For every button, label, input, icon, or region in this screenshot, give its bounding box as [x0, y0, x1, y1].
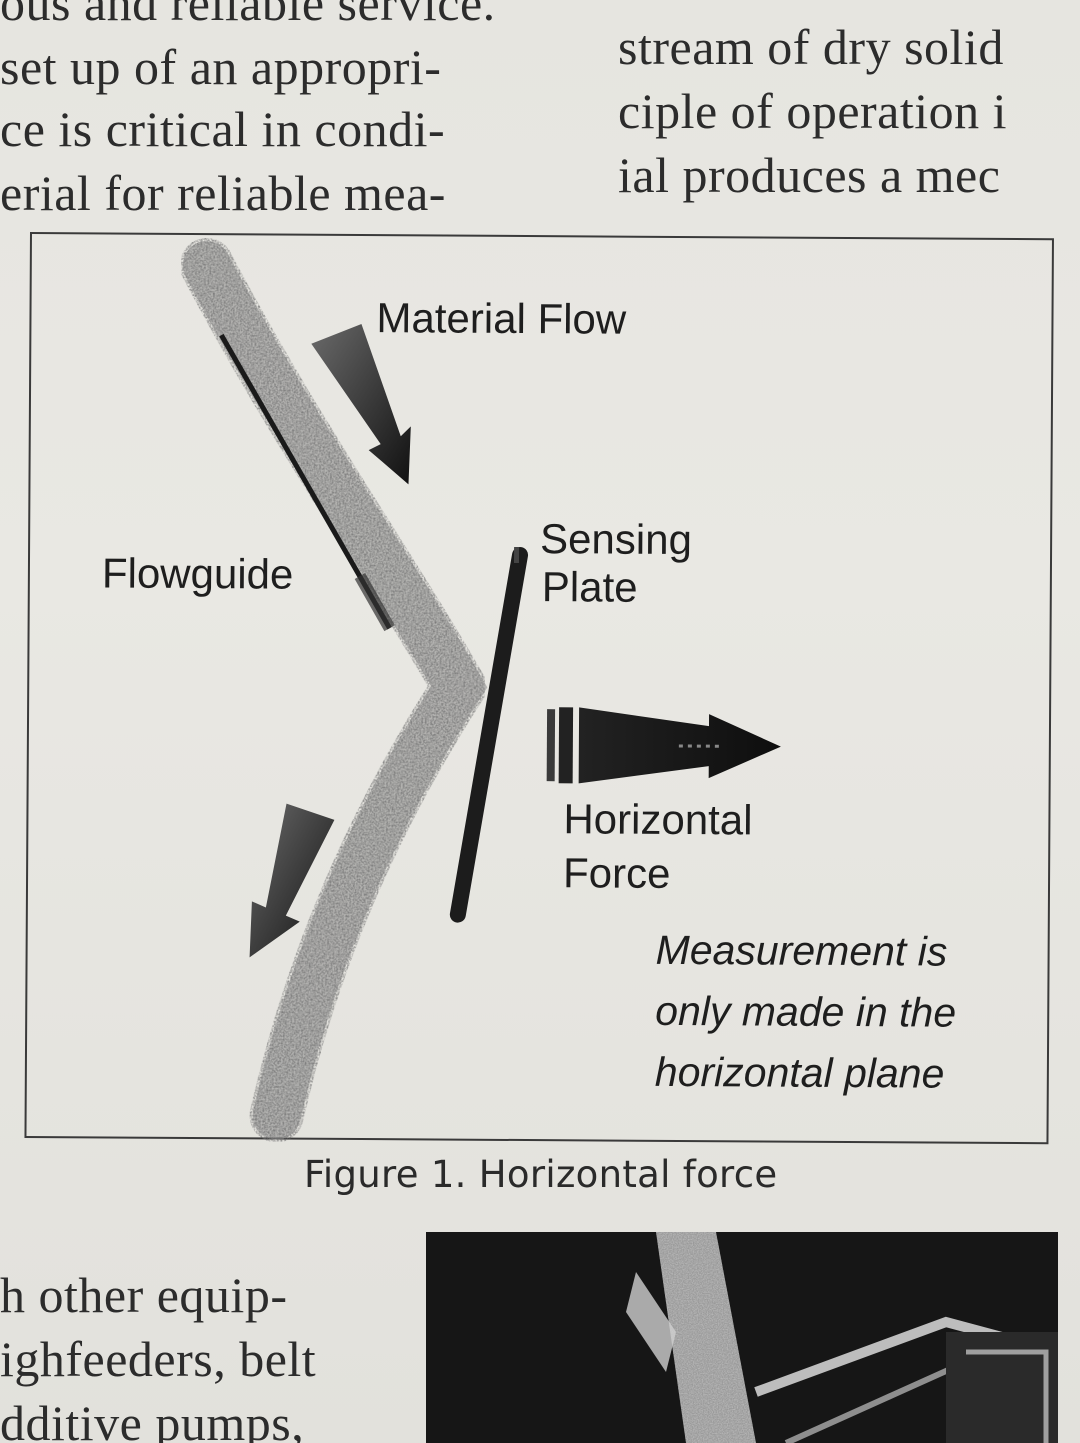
measurement-note: Measurement is [655, 926, 948, 975]
measurement-note: horizontal plane [654, 1048, 945, 1097]
material-flow-label: Material Flow [376, 294, 627, 343]
horizontal-force-arrow-icon [546, 707, 781, 784]
body-text-line: stream of dry solid [618, 19, 1004, 75]
sensing-plate [449, 546, 529, 923]
material-flow-arrow-icon [311, 324, 411, 485]
body-text-line: ce is critical in condi- [0, 101, 446, 157]
exit-flow-arrow-icon [249, 803, 335, 958]
body-text-line: erial for reliable mea- [0, 165, 446, 221]
body-text-line: ciple of operation i [618, 83, 1008, 139]
body-text-line: ous and reliable service. [0, 0, 496, 31]
measurement-note: only made in the [655, 987, 957, 1036]
horizontal-force-label: Horizontal [563, 795, 753, 844]
body-text-line: dditive pumps, [0, 1395, 305, 1443]
body-text-line: ighfeeders, belt [0, 1331, 317, 1387]
material-stream [179, 238, 491, 1143]
figure-caption: Figure 1. Horizontal force [304, 1153, 778, 1196]
flowguide-label: Flowguide [101, 549, 294, 598]
figure-diagram [179, 238, 781, 1143]
figure-frame: Material Flow Flowguide Sensing Plate Ho… [24, 232, 1054, 1145]
equipment-photo [426, 1232, 1058, 1443]
body-text-line: set up of an appropri- [0, 39, 442, 95]
sensing-plate-label: Plate [541, 563, 638, 611]
body-text-line: h other equip- [0, 1267, 288, 1323]
body-text-line: ial produces a mec [618, 147, 1001, 203]
sensing-plate-label: Sensing [539, 515, 693, 564]
horizontal-force-label: Force [562, 849, 671, 897]
